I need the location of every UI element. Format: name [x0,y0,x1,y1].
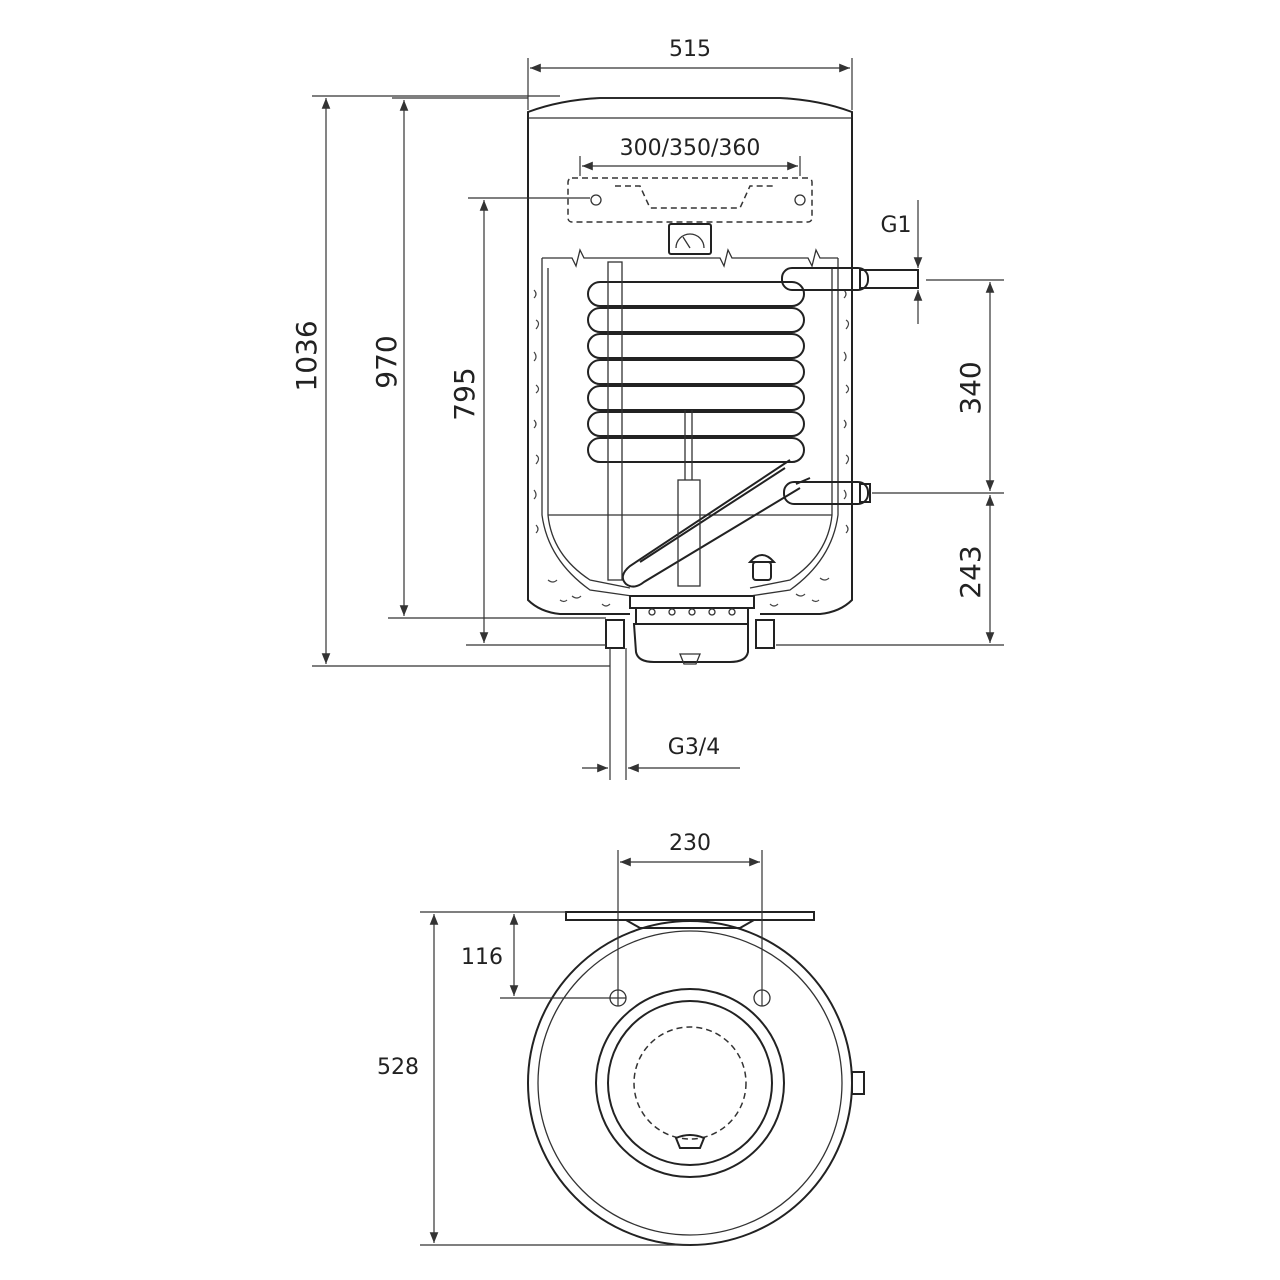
dim-528-label: 528 [377,1055,419,1080]
dim-340-label: 340 [954,361,987,414]
top-view: 230 116 528 [377,831,865,1246]
dim-g1-label: G1 [880,213,911,238]
dim-243-label: 243 [954,545,987,598]
dim-970-label: 970 [370,335,403,388]
thermometer-icon [668,223,712,255]
heat-exchanger-coil [587,281,811,588]
side-view: 515 300/350/360 1036 970 795 340 243 G1 [290,37,1004,780]
tank-casing [527,118,853,615]
top-view-bracket [565,911,815,921]
side-connection [851,1071,865,1095]
dim-116-label: 116 [461,945,503,970]
dim-width-label: 515 [669,37,711,62]
water-connection-right [755,619,775,649]
anode-cap [747,554,777,581]
wall-bracket [567,177,813,223]
tank-outer-circle [527,920,853,1246]
inner-vessel [547,268,833,589]
dim-g34-label: G3/4 [668,735,720,760]
coil-outlet-pipe [783,481,869,505]
water-connection-left [605,619,625,649]
dim-total-height-label: 1036 [290,320,323,391]
tank-lid [527,97,853,118]
heating-flange [629,595,755,665]
dim-230-label: 230 [669,831,711,856]
dim-795-label: 795 [448,367,481,420]
flange-dashed-circle [633,1026,747,1140]
coil-inlet-pipe [781,267,869,291]
insulation [533,258,850,607]
dim-bracket-label: 300/350/360 [620,136,761,161]
